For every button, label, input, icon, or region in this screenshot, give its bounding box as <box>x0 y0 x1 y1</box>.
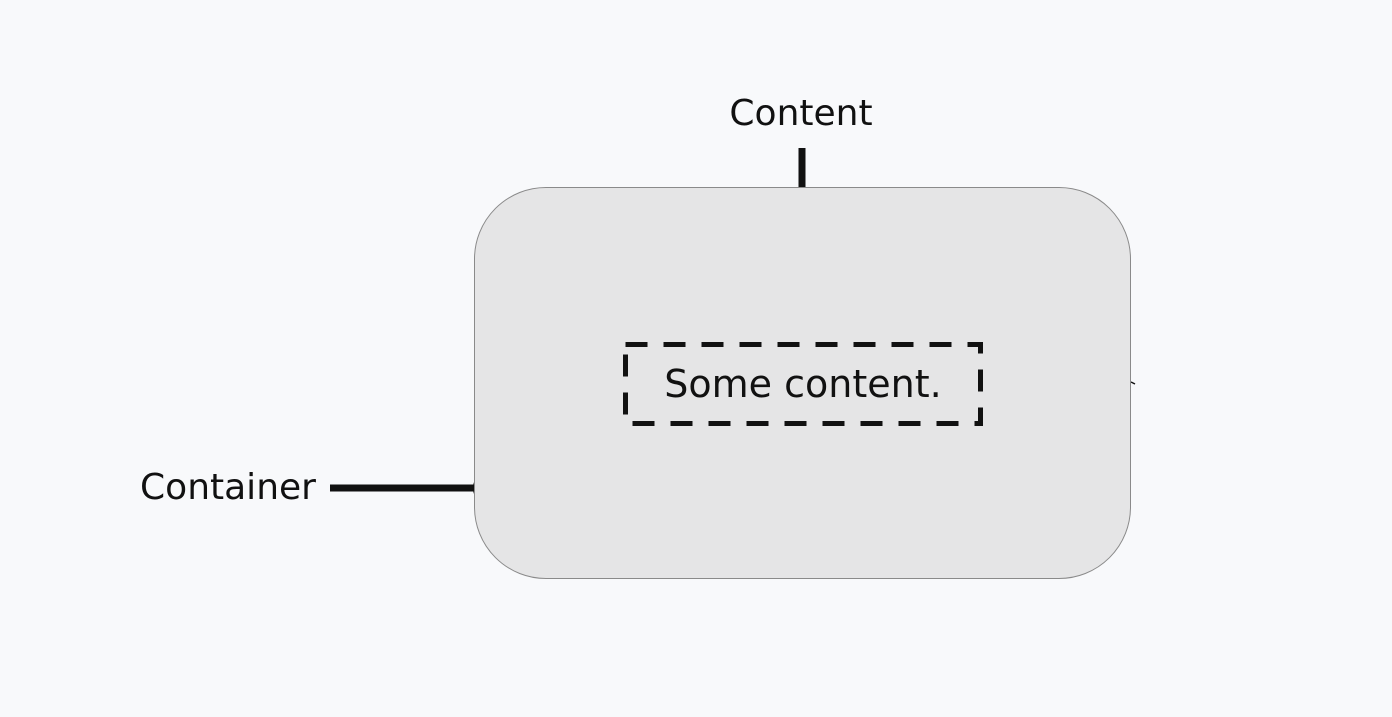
content-box: Some content. <box>623 342 983 426</box>
content-label: Content <box>729 93 873 134</box>
content-text: Some content. <box>664 362 942 406</box>
container-label: Container <box>140 467 316 508</box>
edge-tick-mark <box>1130 381 1136 385</box>
